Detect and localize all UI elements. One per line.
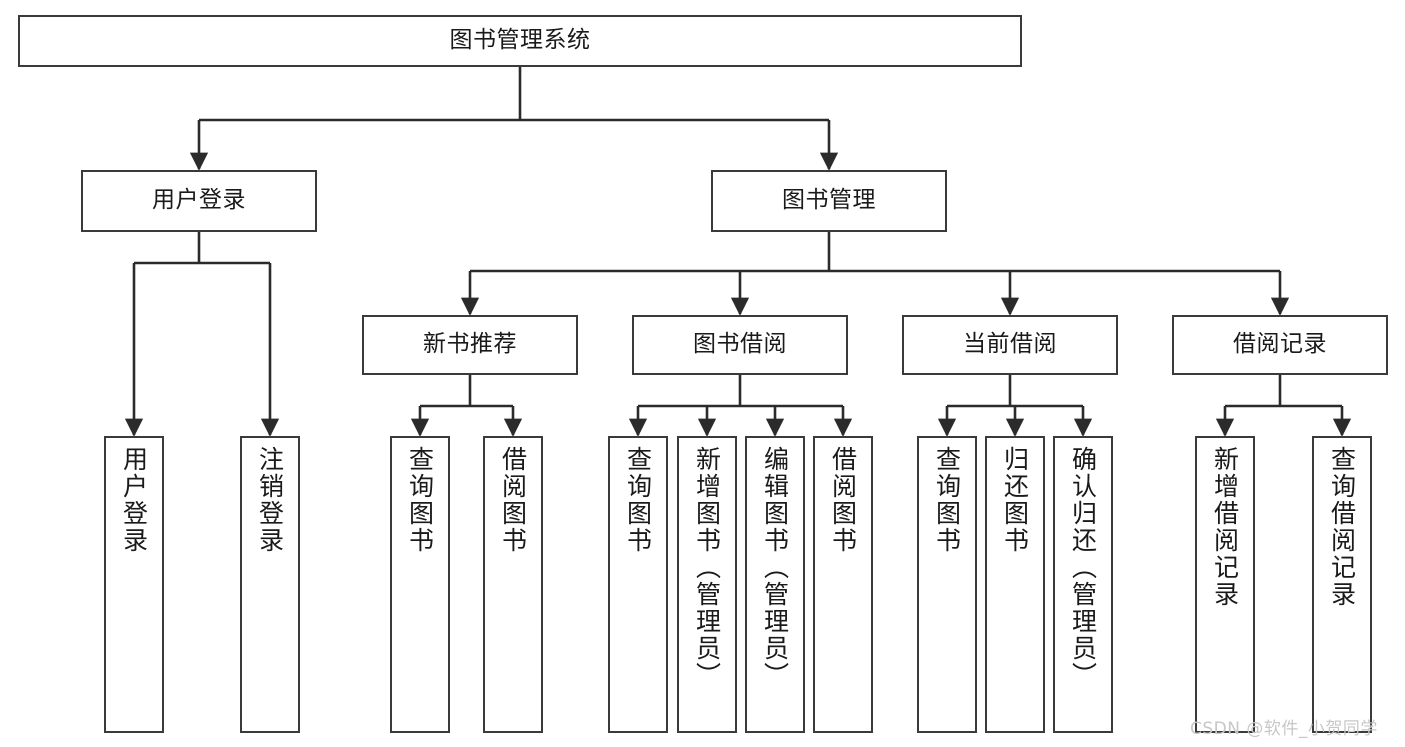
node-label: 查询借阅记录: [1327, 446, 1357, 608]
node-leaf-add-book[interactable]: 新增图书（管理员）: [677, 436, 737, 733]
node-leaf-borrow-book-1[interactable]: 借阅图书: [483, 436, 543, 733]
node-user-login[interactable]: 用户登录: [81, 170, 317, 232]
node-label: 新书推荐: [423, 331, 517, 358]
node-leaf-query-record[interactable]: 查询借阅记录: [1312, 436, 1372, 733]
node-root[interactable]: 图书管理系统: [18, 15, 1022, 67]
node-label: 借阅图书: [498, 446, 528, 554]
node-leaf-edit-book[interactable]: 编辑图书（管理员）: [745, 436, 805, 733]
node-label: 新增图书（管理员）: [692, 446, 722, 689]
node-borrow-record[interactable]: 借阅记录: [1172, 315, 1388, 375]
node-leaf-query-book-3[interactable]: 查询图书: [917, 436, 977, 733]
node-label: 图书管理: [782, 187, 876, 214]
node-label: 编辑图书（管理员）: [760, 446, 790, 689]
node-label: 当前借阅: [963, 331, 1057, 358]
node-new-book-rec[interactable]: 新书推荐: [362, 315, 578, 375]
node-label: 查询图书: [932, 446, 962, 554]
node-leaf-return-book[interactable]: 归还图书: [985, 436, 1045, 733]
node-leaf-query-book-2[interactable]: 查询图书: [608, 436, 668, 733]
node-label: 新增借阅记录: [1210, 446, 1240, 608]
node-label: 图书借阅: [693, 331, 787, 358]
node-leaf-confirm-return[interactable]: 确认归还（管理员）: [1053, 436, 1113, 733]
node-label: 借阅图书: [828, 446, 858, 554]
node-book-manage[interactable]: 图书管理: [711, 170, 947, 232]
node-leaf-user-login[interactable]: 用户登录: [104, 436, 164, 733]
watermark: CSDN @软件_小贺同学: [1190, 719, 1378, 739]
node-leaf-query-book-1[interactable]: 查询图书: [390, 436, 450, 733]
node-label: 用户登录: [119, 446, 149, 554]
node-current-borrow[interactable]: 当前借阅: [902, 315, 1118, 375]
node-label: 用户登录: [152, 187, 246, 214]
node-leaf-add-record[interactable]: 新增借阅记录: [1195, 436, 1255, 733]
node-label: 查询图书: [623, 446, 653, 554]
node-label: 借阅记录: [1233, 331, 1327, 358]
node-book-borrow[interactable]: 图书借阅: [632, 315, 848, 375]
node-leaf-borrow-book-2[interactable]: 借阅图书: [813, 436, 873, 733]
node-label: 图书管理系统: [449, 27, 591, 54]
node-label: 确认归还（管理员）: [1068, 446, 1098, 689]
node-label: 注销登录: [255, 446, 285, 554]
node-label: 查询图书: [405, 446, 435, 554]
node-leaf-logout[interactable]: 注销登录: [240, 436, 300, 733]
node-label: 归还图书: [1000, 446, 1030, 554]
